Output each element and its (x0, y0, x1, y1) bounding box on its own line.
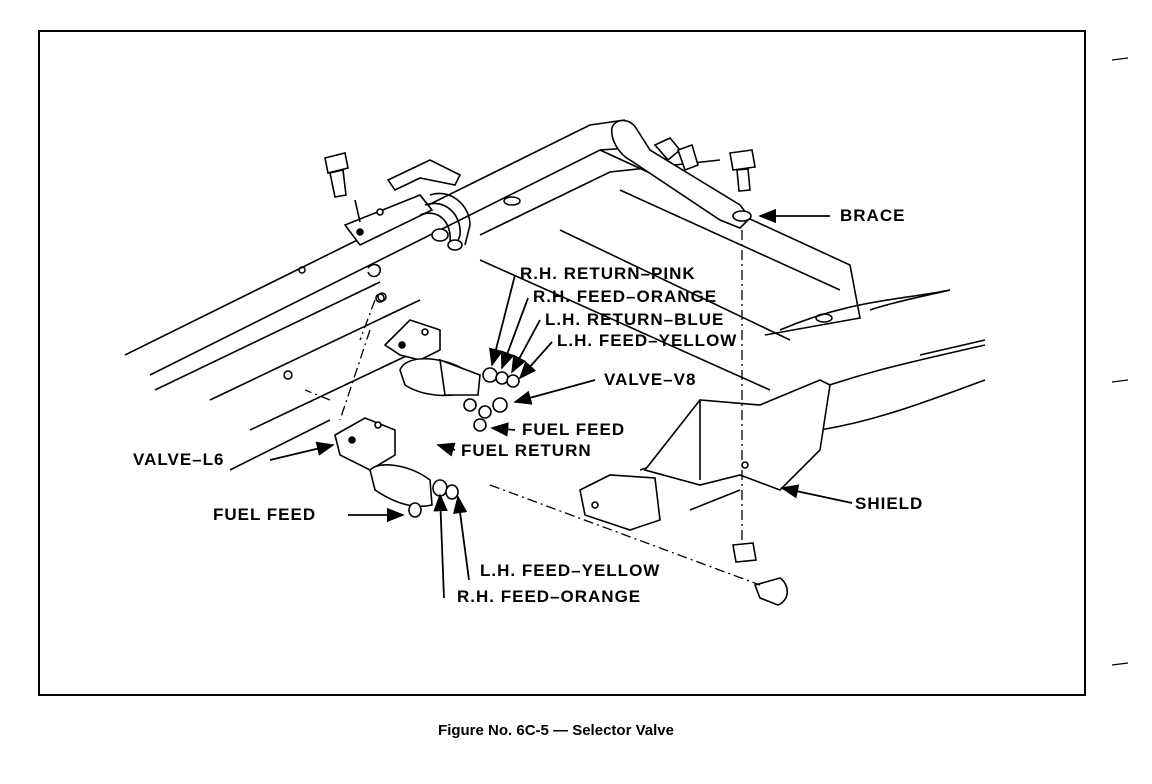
bolt-brace (729, 149, 756, 192)
label-lh-feed-yellow-top: L.H. FEED–YELLOW (557, 331, 738, 350)
assembly-lines (304, 230, 761, 586)
label-valve-v8: VALVE–V8 (604, 370, 697, 389)
shield-part (579, 379, 831, 531)
valve-l6-assembly (334, 417, 459, 518)
figure-frame (38, 30, 1086, 696)
bolt-upper-left (324, 152, 361, 223)
brace-part (610, 119, 752, 229)
label-fuel-return: FUEL RETURN (461, 441, 592, 460)
label-lh-return-blue: L.H. RETURN–BLUE (545, 310, 725, 329)
label-fuel-feed-v8: FUEL FEED (522, 420, 626, 439)
label-rh-return-pink: R.H. RETURN–PINK (520, 264, 696, 283)
label-lh-feed-yellow-bottom: L.H. FEED–YELLOW (480, 561, 661, 580)
upper-bracket (343, 159, 471, 251)
valve-v8-assembly (383, 319, 520, 432)
margin-marks (1111, 57, 1129, 666)
nut-and-bolt-lower (732, 542, 789, 606)
clip-parts (367, 263, 385, 303)
label-valve-l6: VALVE–L6 (133, 450, 225, 469)
label-brace: BRACE (840, 206, 906, 225)
figure-caption: Figure No. 6C-5 — Selector Valve (438, 722, 674, 739)
label-fuel-feed-l6: FUEL FEED (213, 505, 317, 524)
label-rh-feed-orange-top: R.H. FEED–ORANGE (533, 287, 718, 306)
leader-arrows (269, 208, 853, 599)
label-rh-feed-orange-bottom: R.H. FEED–ORANGE (457, 587, 642, 606)
body-holes (283, 196, 833, 380)
label-shield: SHIELD (855, 494, 924, 513)
